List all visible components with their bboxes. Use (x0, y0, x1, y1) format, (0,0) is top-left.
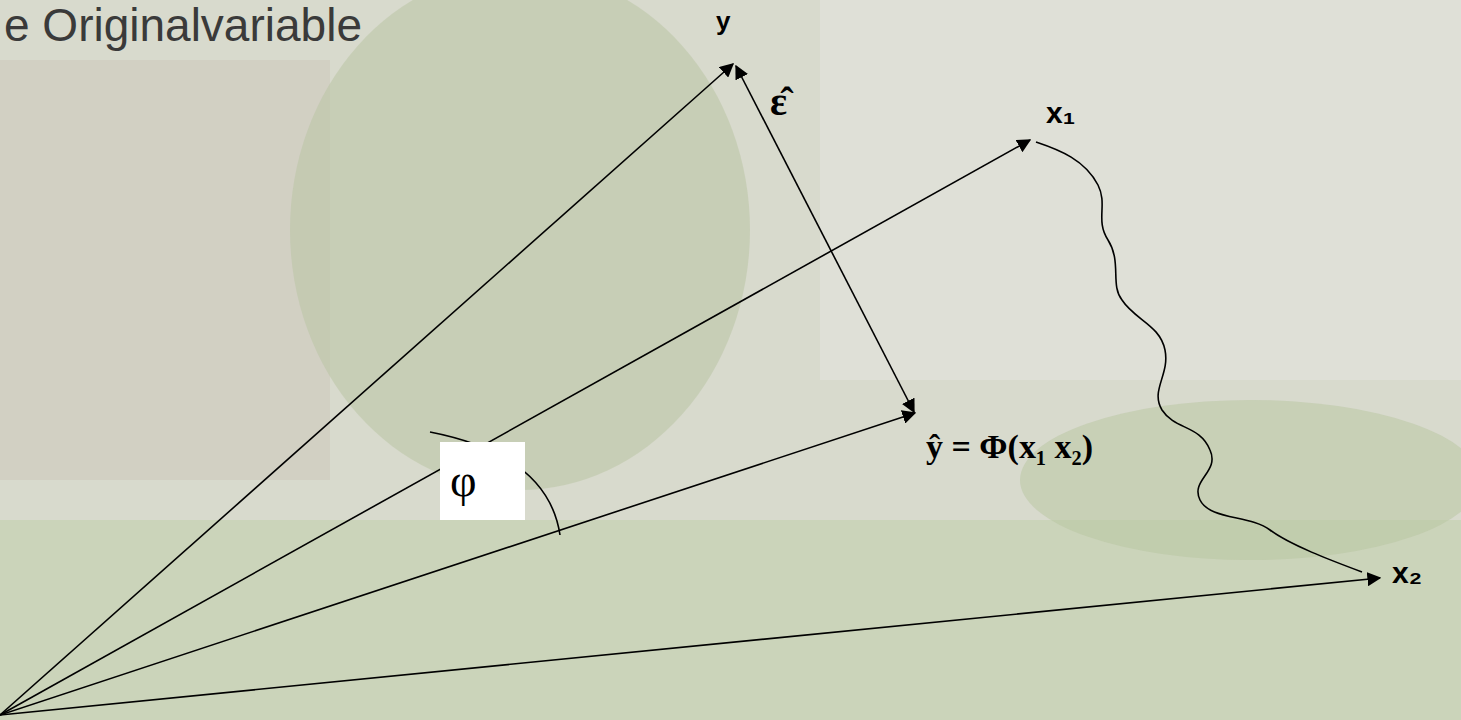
fitted-value-label: ŷ = Φ(x₁ x₂) (926, 430, 1093, 464)
background-tree (290, 0, 750, 490)
background-building (820, 0, 1461, 380)
vector-label: x₂ (1392, 558, 1422, 588)
vector-x2 (0, 578, 1380, 715)
slide-title: e Originalvariable (4, 2, 362, 48)
plane-boundary (1036, 142, 1362, 572)
vector-label: x₁ (1046, 98, 1075, 128)
angle-label-box: φ (440, 442, 525, 520)
angle-symbol: φ (450, 458, 477, 504)
vector-label: y (716, 8, 730, 34)
residual-label: ε̂ (770, 82, 787, 122)
residual-arrow (736, 66, 914, 412)
vector-y (0, 64, 733, 715)
background-building (0, 60, 330, 480)
angle-arc (430, 432, 560, 535)
background-hedge (1020, 400, 1461, 560)
